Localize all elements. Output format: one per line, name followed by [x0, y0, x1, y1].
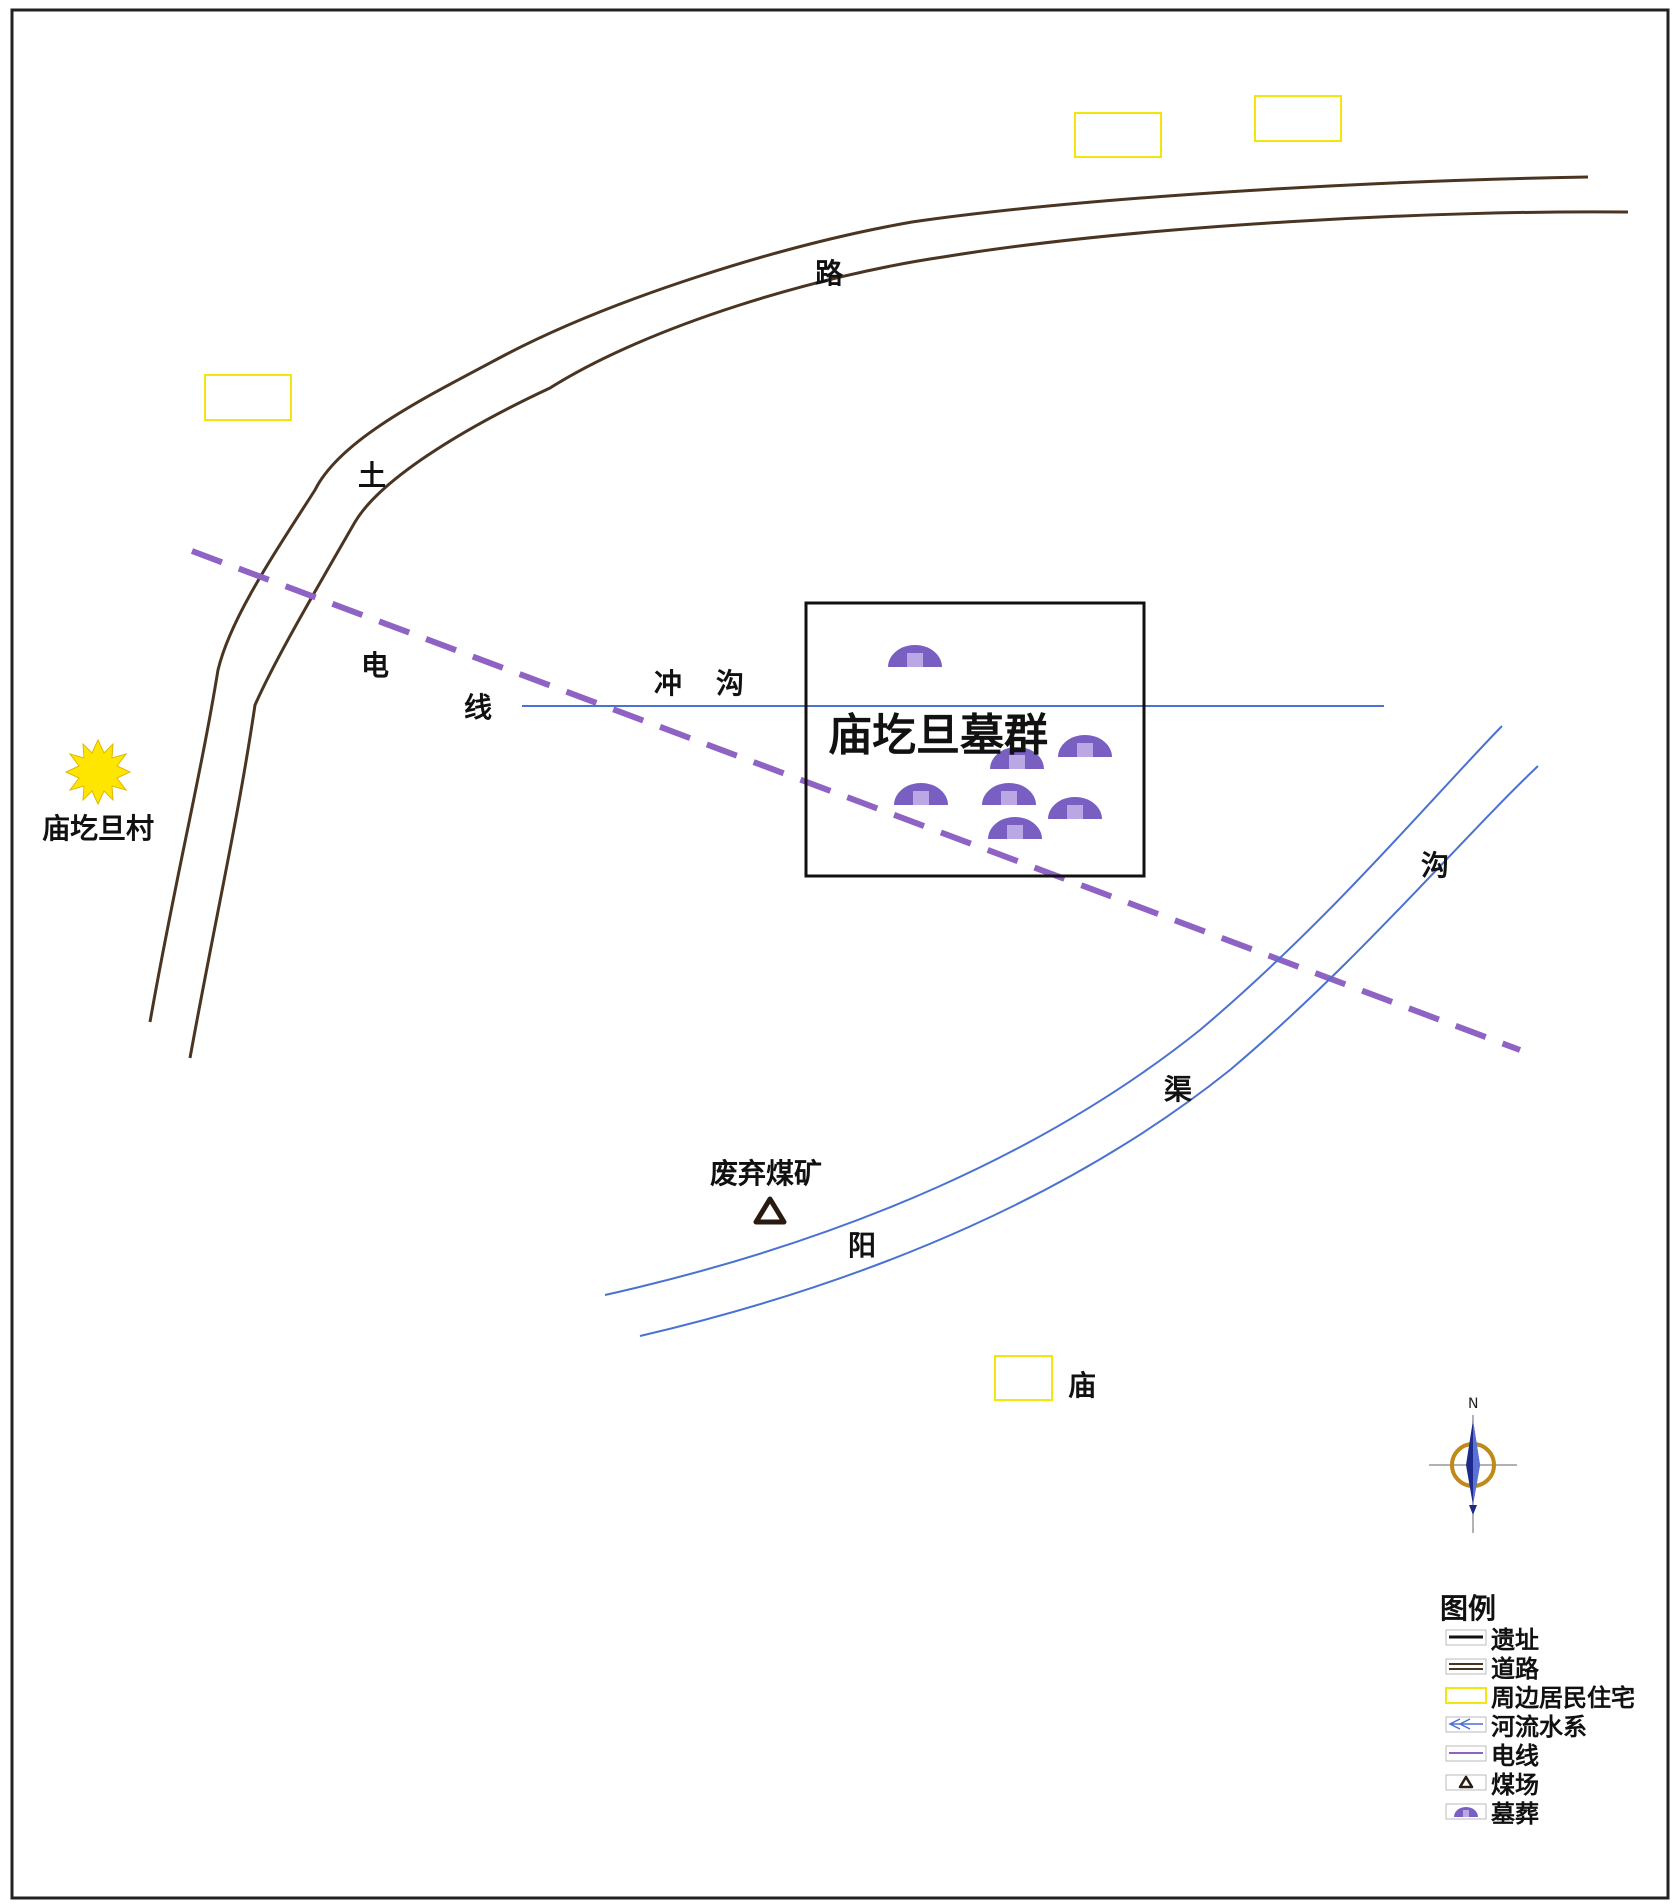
tomb	[894, 783, 948, 805]
canal-label-char: 阳	[848, 1229, 876, 1262]
legend-label: 煤场	[1491, 1771, 1539, 1799]
gully-label-char: 沟	[716, 667, 744, 700]
legend-label: 墓葬	[1490, 1800, 1539, 1828]
legend-item: 电线	[1445, 1742, 1539, 1770]
legend-label: 河流水系	[1491, 1713, 1587, 1741]
canal-label-char: 沟	[1421, 849, 1449, 882]
legend: 图例 遗址 道路 周边居民住宅 河流水系 电线	[1440, 1592, 1635, 1828]
legend-item: 墓葬	[1445, 1800, 1539, 1828]
canal	[604, 725, 1539, 1337]
power-line	[190, 548, 1522, 1053]
residence-1	[1074, 112, 1162, 158]
tomb	[1058, 735, 1112, 757]
legend-item: 河流水系	[1445, 1713, 1587, 1741]
map-frame	[10, 8, 1670, 1900]
residence-3	[204, 374, 292, 421]
tomb	[988, 817, 1042, 839]
coal-mine-icon	[753, 1196, 787, 1225]
powerline-label-char: 线	[464, 691, 492, 724]
legend-label: 周边居民住宅	[1491, 1684, 1635, 1712]
north-arrow-icon: N	[1429, 1396, 1517, 1533]
mine-label: 废弃煤矿	[710, 1157, 822, 1190]
legend-item: 道路	[1445, 1655, 1540, 1683]
compass-label: N	[1468, 1396, 1478, 1412]
site-label: 庙圪旦墓群	[828, 710, 1048, 761]
legend-title: 图例	[1440, 1592, 1496, 1625]
coal-yard-icon	[1458, 1775, 1474, 1789]
powerline-label-char: 电	[361, 649, 389, 682]
tomb	[982, 783, 1036, 805]
dirt-road	[148, 175, 1629, 1059]
tomb	[1048, 797, 1102, 819]
road-label-char: 土	[358, 459, 386, 492]
temple-label: 庙	[1068, 1369, 1096, 1402]
legend-item: 周边居民住宅	[1445, 1684, 1635, 1712]
legend-item: 煤场	[1445, 1771, 1539, 1799]
gully-label-char: 冲	[654, 667, 682, 700]
residence-4	[994, 1355, 1053, 1401]
legend-label: 道路	[1491, 1655, 1540, 1683]
legend-swatch-residence	[1445, 1687, 1487, 1704]
legend-swatch-coal-yard	[1445, 1774, 1487, 1791]
site-boundary	[804, 601, 1146, 878]
road-label-char: 路	[815, 257, 844, 290]
residence-2	[1254, 95, 1342, 142]
tomb	[888, 645, 942, 667]
legend-label: 电线	[1491, 1742, 1539, 1770]
legend-swatch-road	[1445, 1658, 1487, 1675]
legend-label: 遗址	[1490, 1626, 1539, 1654]
village-marker-icon	[64, 738, 132, 806]
village-label: 庙圪旦村	[42, 812, 154, 845]
canal-label-char: 渠	[1164, 1073, 1192, 1106]
residences	[204, 95, 1342, 1401]
legend-item: 遗址	[1445, 1626, 1539, 1654]
